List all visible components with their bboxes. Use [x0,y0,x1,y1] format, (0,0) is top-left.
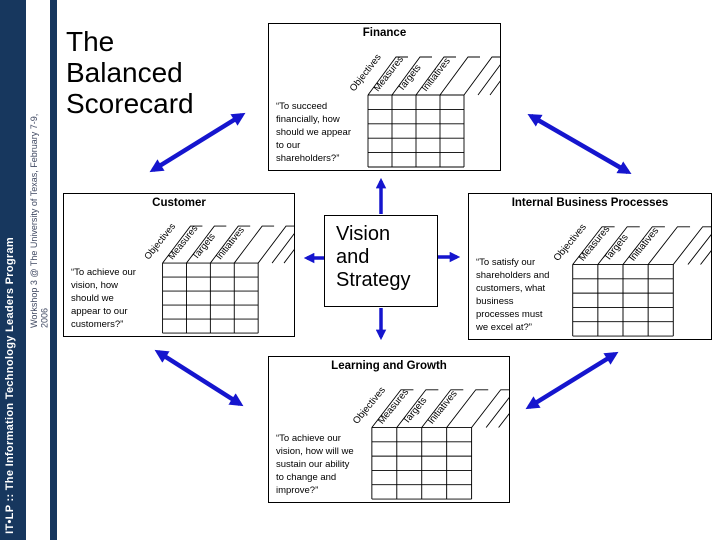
grid-header-diagonals [371,389,509,428]
learning-perspective-box: Learning and Growth Objectives Measures … [268,356,510,503]
arrow-learning-internal-diagonal [525,351,619,410]
grid-label-initiatives: Initiatives [420,56,453,94]
customer-title: Customer [152,197,206,209]
slide-title: The Balanced Scorecard [66,26,194,119]
program-vertical-label: IT•LP :: The Information Technology Lead… [4,237,16,534]
internal-title: Internal Business Processes [511,197,669,209]
grid-label-initiatives: Initiatives [627,226,662,264]
workshop-label-line2: 2006 [39,307,50,328]
workshop-vertical-label: Workshop 3 @ The University of Texas, Fe… [29,56,50,328]
grid-lines [572,264,674,337]
finance-quote: “To succeed financially, how should we a… [276,101,351,164]
grid-lines [371,427,473,500]
internal-quote: “To satisfy our shareholders and custome… [476,257,550,333]
workshop-label-line1: Workshop 3 @ The University of Texas, Fe… [29,113,39,328]
sidebar-navy-bar: IT•LP :: The Information Technology Lead… [0,0,26,540]
arrow-customer-finance-diagonal [149,112,246,173]
grid-header-diagonals [162,225,294,264]
internal-perspective-box: Internal Business Processes Objectives M… [468,193,712,340]
learning-quote: “To achieve our vision, how will we sust… [276,433,354,496]
customer-scorecard-grid: Objectives Measures Targets Initiatives [142,221,294,334]
arrow-finance-internal-diagonal [527,113,632,175]
grid-lines [367,94,465,168]
grid-label-initiatives: Initiatives [214,225,246,262]
finance-perspective-box: Finance Objectives Measures Targets Init… [268,23,501,171]
arrow-customer-learning-diagonal [154,349,244,407]
vision-strategy-box: Vision and Strategy [324,215,438,307]
customer-perspective-box: Customer Objectives Measures Targets Ini… [63,193,295,337]
sidebar-thin-bar [50,0,57,540]
grid-lines [162,262,259,334]
internal-scorecard-grid: Objectives Measures Targets Initiatives [552,222,711,337]
grid-label-initiatives: Initiatives [426,389,460,427]
learning-title: Learning and Growth [331,360,447,372]
grid-header-diagonals [367,56,500,96]
finance-title: Finance [362,27,407,39]
customer-quote: “To achieve our vision, how should we ap… [71,267,136,330]
vision-strategy-label: Vision and Strategy [336,223,411,291]
finance-scorecard-grid: Objectives Measures Targets Initiatives [348,52,500,168]
grid-header-diagonals [572,226,711,265]
learning-scorecard-grid: Objectives Measures Targets Initiatives [351,385,509,500]
